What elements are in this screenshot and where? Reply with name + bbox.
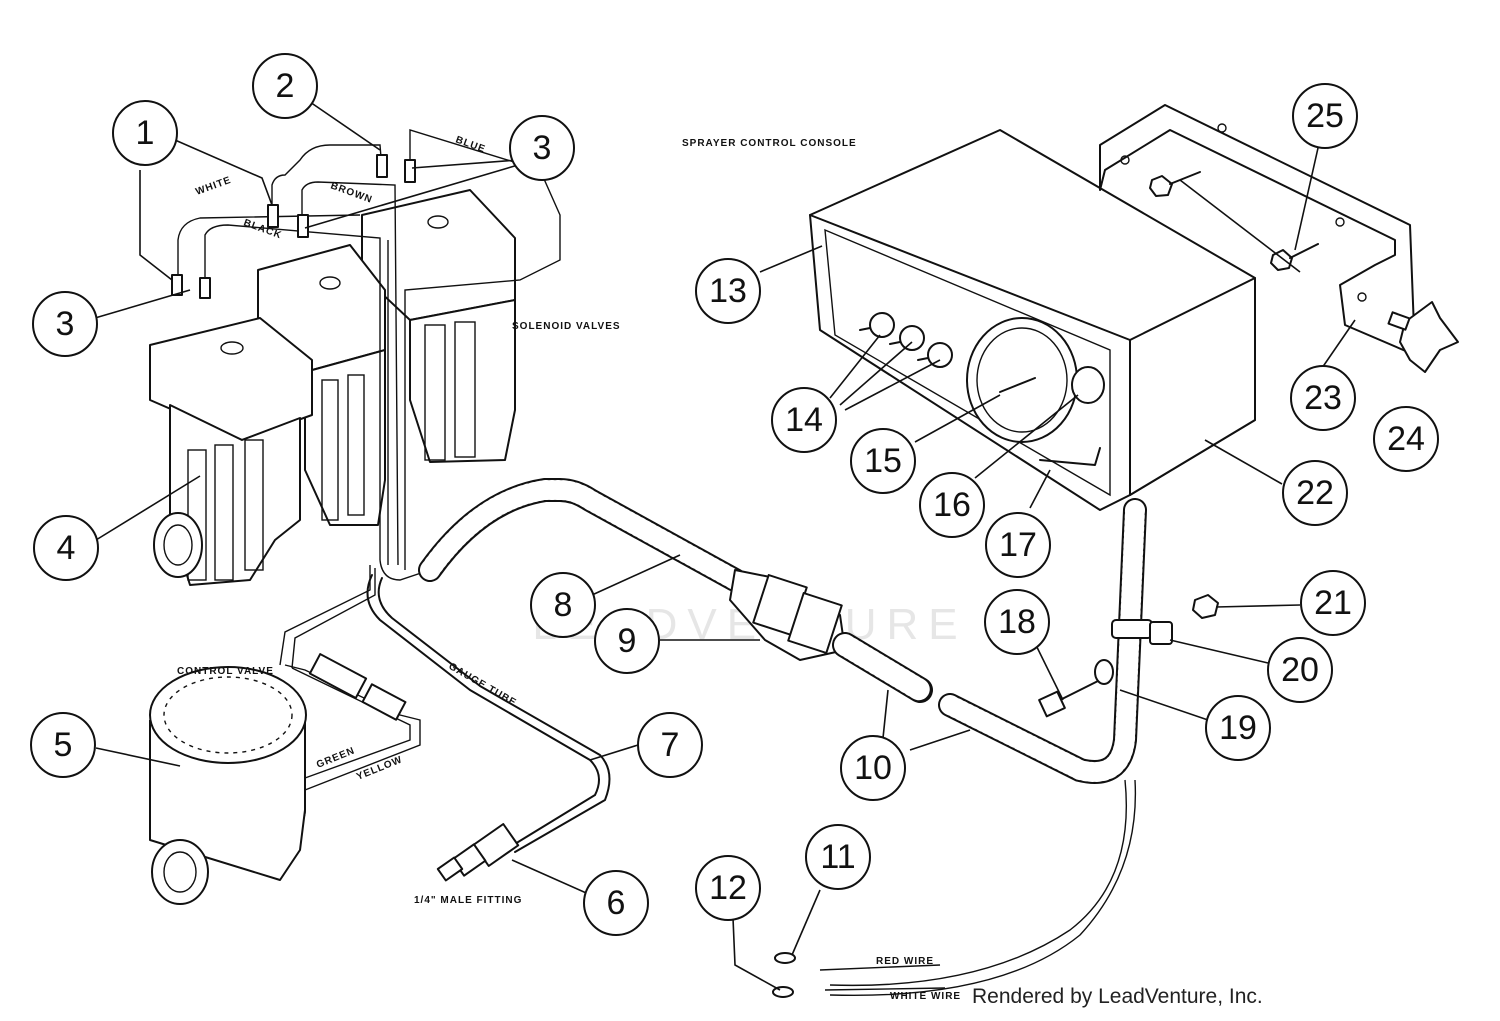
label-solenoid-valves: SOLENOID VALVES	[512, 321, 621, 332]
leader-lines	[94, 101, 1356, 991]
callout-16: 16	[919, 472, 985, 538]
callout-1: 1	[112, 100, 178, 166]
svg-text:13: 13	[709, 272, 747, 310]
text-labels: WHITE BLACK BROWN BLUE SOLENOID VALVES S…	[177, 134, 961, 1002]
callout-6: 6	[583, 870, 649, 936]
svg-text:9: 9	[618, 622, 637, 660]
svg-text:14: 14	[785, 401, 823, 439]
callout-4: 4	[33, 515, 99, 581]
label-white-wire: WHITE WIRE	[890, 991, 961, 1002]
console-drawing	[809, 129, 1256, 511]
svg-text:11: 11	[820, 838, 855, 876]
svg-text:8: 8	[554, 586, 573, 624]
callout-11: 11	[805, 824, 871, 890]
svg-text:19: 19	[1219, 709, 1257, 747]
callout-17: 17	[985, 512, 1051, 578]
label-sprayer-control-console: SPRAYER CONTROL CONSOLE	[682, 138, 857, 149]
callout-23: 23	[1290, 365, 1356, 431]
callout-14: 14	[771, 387, 837, 453]
svg-text:17: 17	[999, 526, 1037, 564]
label-male-fitting: 1/4" MALE FITTING	[414, 895, 522, 906]
callout-15: 15	[850, 428, 916, 494]
callout-10: 10	[840, 735, 906, 801]
svg-text:4: 4	[57, 529, 76, 567]
svg-text:22: 22	[1296, 474, 1334, 512]
solenoid-valves-drawing	[149, 129, 561, 586]
svg-text:10: 10	[854, 749, 892, 787]
label-blue: BLUE	[454, 134, 487, 155]
svg-text:12: 12	[709, 869, 747, 907]
svg-text:3: 3	[56, 305, 75, 343]
bracket-drawing	[1099, 104, 1459, 373]
label-yellow: YELLOW	[355, 754, 404, 782]
callout-13: 13	[695, 258, 761, 324]
svg-text:3: 3	[533, 129, 552, 167]
callout-7: 7	[637, 712, 703, 778]
callout-19: 19	[1205, 695, 1271, 761]
svg-text:16: 16	[933, 486, 971, 524]
svg-text:18: 18	[998, 603, 1036, 641]
callout-3-top: 3	[509, 115, 575, 181]
svg-text:7: 7	[661, 726, 680, 764]
label-gauge-tube: GAUGE TUBE	[447, 661, 519, 709]
callout-25: 25	[1292, 83, 1358, 149]
svg-text:23: 23	[1304, 379, 1342, 417]
credit-text: Rendered by LeadVenture, Inc.	[972, 985, 1263, 1008]
label-control-valve: CONTROL VALVE	[177, 666, 274, 677]
callout-8: 8	[530, 572, 596, 638]
svg-text:15: 15	[864, 442, 902, 480]
callout-22: 22	[1282, 460, 1348, 526]
label-red-wire: RED WIRE	[876, 956, 934, 967]
callout-9: 9	[594, 608, 660, 674]
callout-21: 21	[1300, 570, 1366, 636]
callout-24: 24	[1373, 406, 1439, 472]
callout-3-left: 3	[32, 291, 98, 357]
callout-5: 5	[30, 712, 96, 778]
svg-text:1: 1	[136, 114, 155, 152]
label-white: WHITE	[194, 175, 233, 198]
callout-2: 2	[252, 53, 318, 119]
svg-text:21: 21	[1314, 584, 1352, 622]
harness-drawing	[279, 478, 1219, 998]
svg-text:6: 6	[607, 884, 626, 922]
control-valve-drawing	[149, 653, 421, 905]
svg-text:2: 2	[276, 67, 295, 105]
callouts: 1 2 3 3 4 5 6 7 8 9 10 11 12 13 14 15 16…	[30, 53, 1439, 936]
callout-18: 18	[984, 589, 1050, 655]
svg-text:5: 5	[54, 726, 73, 764]
svg-text:25: 25	[1306, 97, 1344, 135]
callout-12: 12	[695, 855, 761, 921]
svg-text:20: 20	[1281, 651, 1319, 689]
svg-text:24: 24	[1387, 420, 1425, 458]
callout-20: 20	[1267, 637, 1333, 703]
